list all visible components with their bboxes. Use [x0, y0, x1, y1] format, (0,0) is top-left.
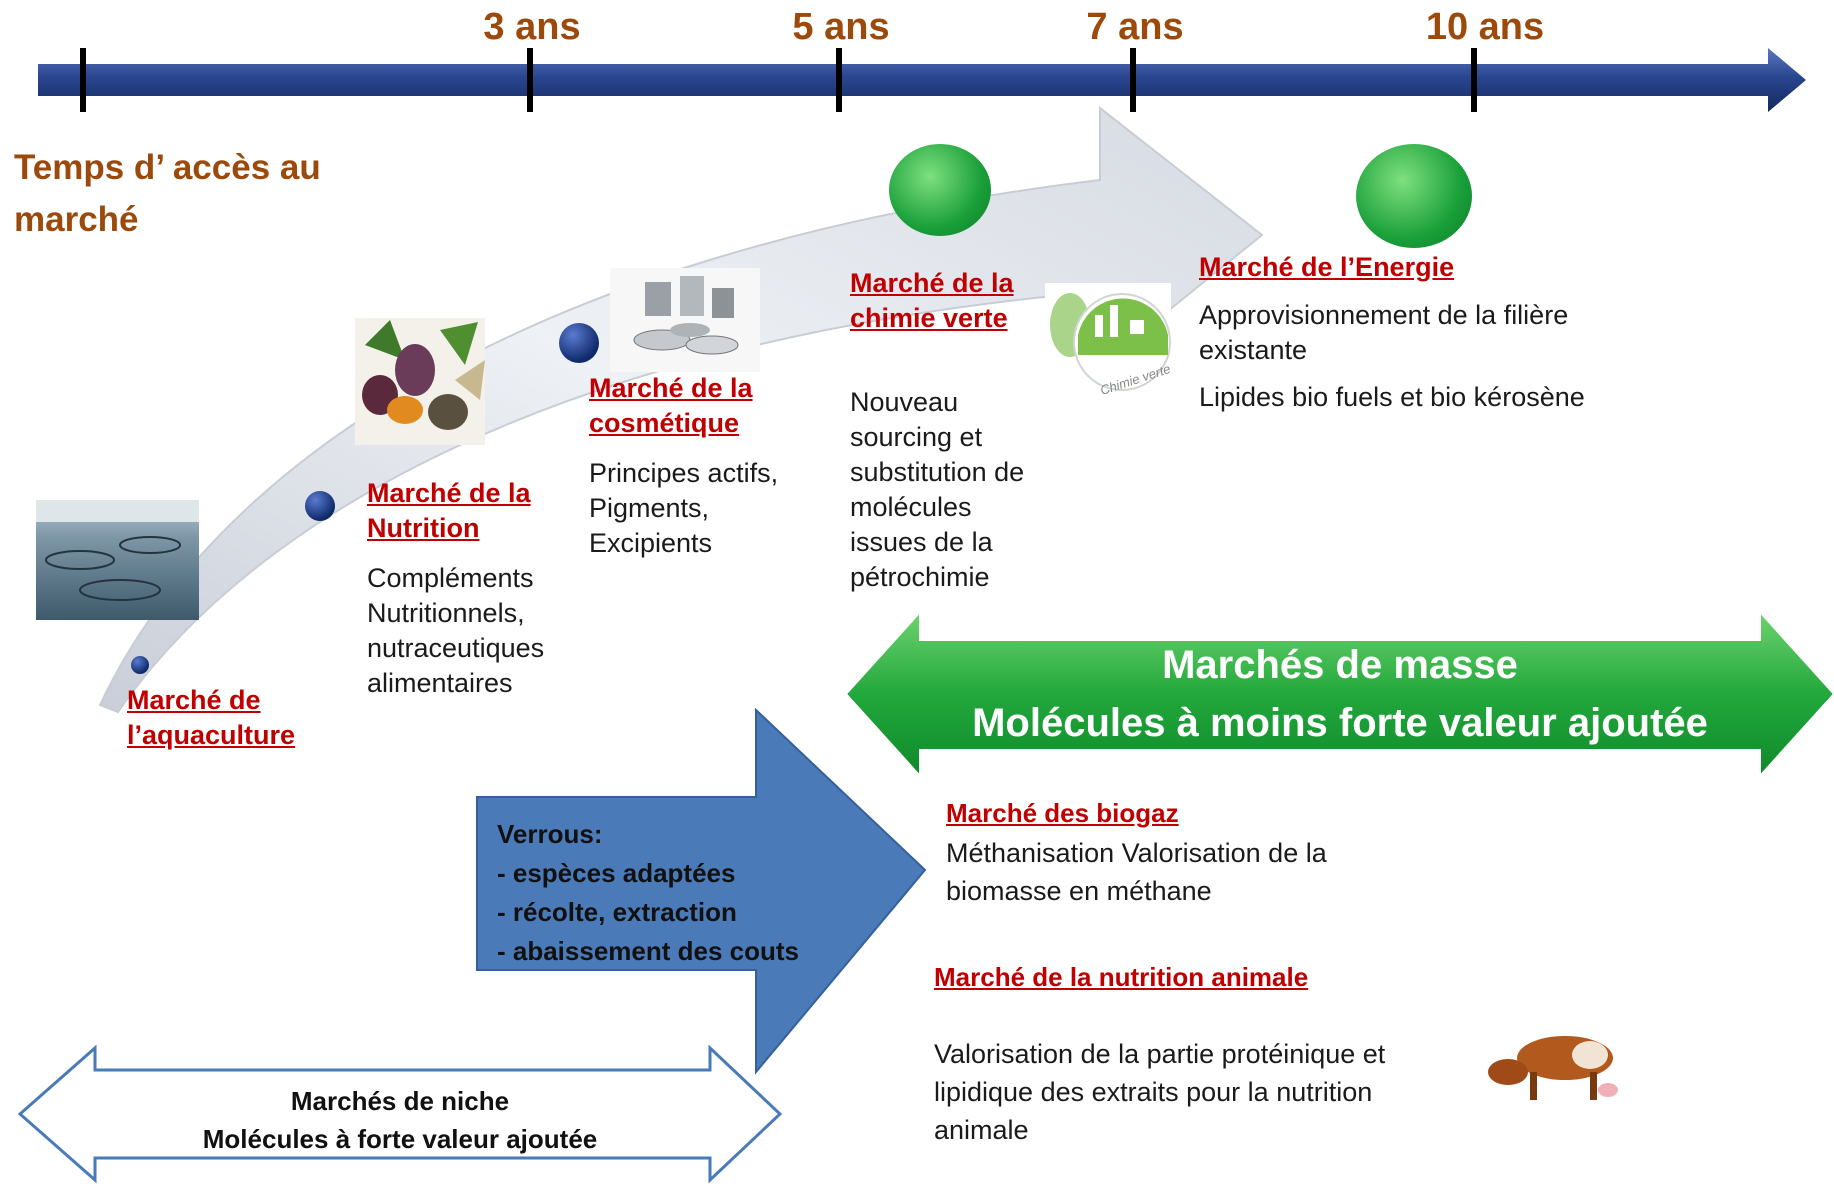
verrous-item: - récolte, extraction	[497, 897, 737, 927]
verrous-item: - abaissement des couts	[497, 936, 799, 966]
market-title-biogaz: Marché des biogaz	[946, 798, 1179, 828]
mass-markets-line2: Molécules à moins forte valeur ajoutée	[972, 701, 1708, 745]
market-desc-chimie: Nouveau sourcing et substitution de molé…	[850, 387, 1025, 592]
market-desc-nutrition-animale: Valorisation de la partie protéinique et…	[934, 1039, 1386, 1145]
niche-markets-label: Marchés de niche Molécules à forte valeu…	[40, 1082, 760, 1158]
market-dot-cosmetique	[559, 323, 599, 363]
verrous-block: Verrous: - espèces adaptées - récolte, e…	[497, 815, 837, 971]
market-title-aquaculture: Marché de l’aquaculture	[127, 685, 296, 750]
niche-markets-line2: Molécules à forte valeur ajoutée	[202, 1124, 598, 1154]
niche-markets-arrow	[17, 1044, 783, 1184]
vegetables-photo	[355, 318, 485, 445]
market-desc-nutrition: Compléments Nutritionnels, nutraceutique…	[367, 563, 545, 698]
mass-markets-arrow	[844, 609, 1834, 779]
verrous-arrow	[476, 707, 927, 1075]
market-dot-aquaculture	[131, 656, 149, 674]
verrous-item: - espèces adaptées	[497, 858, 736, 888]
timeline-label-10: 10 ans	[1425, 6, 1545, 48]
market-title-chimie: Marché de la chimie verte	[850, 268, 1014, 333]
market-desc-energie: Approvisionnement de la filière existant…	[1199, 298, 1639, 415]
market-desc-biogaz: Méthanisation Valorisation de la biomass…	[946, 838, 1327, 906]
timeline-bar	[38, 48, 1806, 112]
timeline-label-7: 7 ans	[1086, 6, 1184, 48]
chimie-verte-logo: Chimie verte	[1045, 283, 1172, 418]
market-title-nutrition: Marché de la Nutrition	[367, 478, 531, 543]
cow-photo	[1478, 1026, 1626, 1106]
niche-markets-line1: Marchés de niche	[290, 1086, 510, 1116]
timeline-label-3: 3 ans	[483, 6, 581, 48]
market-desc-cosmetique: Principes actifs, Pigments, Excipients	[589, 458, 779, 558]
market-desc-energie-line: Approvisionnement de la filière existant…	[1199, 300, 1569, 365]
market-title-energie: Marché de l’Energie	[1199, 252, 1455, 282]
cosmetic-jars-photo	[610, 268, 760, 372]
timeline-label-5: 5 ans	[792, 6, 890, 48]
market-desc-energie-line: Lipides bio fuels et bio kérosène	[1199, 382, 1585, 412]
market-ball-energie	[1356, 144, 1472, 248]
growth-curve-arrow	[98, 105, 1264, 714]
market-title-cosmetique: Marché de la cosmétique	[589, 373, 753, 438]
market-title-nutrition-animale: Marché de la nutrition animale	[934, 962, 1309, 992]
market-ball-chimie	[889, 144, 991, 236]
mass-markets-label: Marchés de masse Molécules à moins forte…	[850, 636, 1830, 752]
mass-markets-line1: Marchés de masse	[1162, 643, 1518, 687]
fish-farm-photo	[36, 500, 199, 620]
verrous-title: Verrous:	[497, 819, 603, 849]
market-dot-nutrition	[305, 491, 335, 521]
market-access-time-heading: Temps d’ accès au marché	[14, 148, 321, 239]
